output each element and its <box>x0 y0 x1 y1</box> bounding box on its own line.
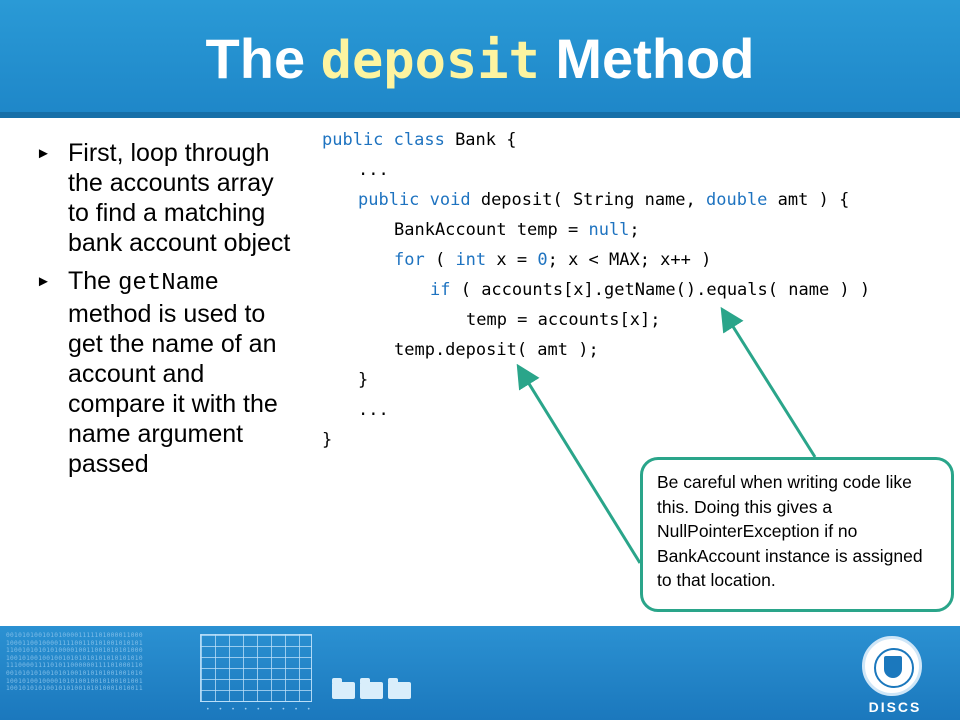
code-line: temp = accounts[x]; <box>466 310 661 330</box>
university-seal-icon <box>862 636 922 696</box>
triangle-bullet-icon: ► <box>36 145 51 162</box>
inline-code: getName <box>118 270 219 297</box>
binary-pattern: 0010101001010100001111101000011000 10001… <box>6 632 143 693</box>
code-line: public class Bank { <box>322 130 517 150</box>
title-code-keyword: deposit <box>320 31 540 91</box>
slide-title: The deposit Method <box>205 27 755 91</box>
code-line: BankAccount temp = null; <box>394 220 640 240</box>
code-line: } <box>322 430 333 450</box>
warning-callout: Be careful when writing code like this. … <box>640 457 954 612</box>
code-line: public void deposit( String name, double… <box>358 190 850 210</box>
code-line: ... <box>358 160 389 180</box>
code-block: public class Bank { ... public void depo… <box>322 128 870 458</box>
triangle-bullet-icon: ► <box>36 273 51 290</box>
code-line: ... <box>358 400 389 420</box>
code-line: } <box>358 370 369 390</box>
bullet-item: ► The getName method is used to get the … <box>36 267 278 478</box>
folder-icon <box>388 678 411 699</box>
folder-icon <box>360 678 383 699</box>
title-bar: The deposit Method <box>0 0 960 118</box>
folder-icons <box>332 678 416 704</box>
bullet-list: ► First, loop through the accounts array… <box>36 138 291 487</box>
footer-bar: 0010101001010100001111101000011000 10001… <box>0 626 960 720</box>
callout-text: Be careful when writing code like this. … <box>657 472 923 590</box>
folder-icon <box>332 678 355 699</box>
discs-logo: DISCS <box>868 699 922 715</box>
code-line: for ( int x = 0; x < MAX; x++ ) <box>394 250 712 270</box>
code-line: temp.deposit( amt ); <box>394 340 599 360</box>
grid-graphic <box>200 634 312 702</box>
bullet-item: ► First, loop through the accounts array… <box>36 139 291 257</box>
code-line: if ( accounts[x].getName().equals( name … <box>430 280 871 300</box>
dot-row-decoration: ••••••••• <box>206 706 320 713</box>
